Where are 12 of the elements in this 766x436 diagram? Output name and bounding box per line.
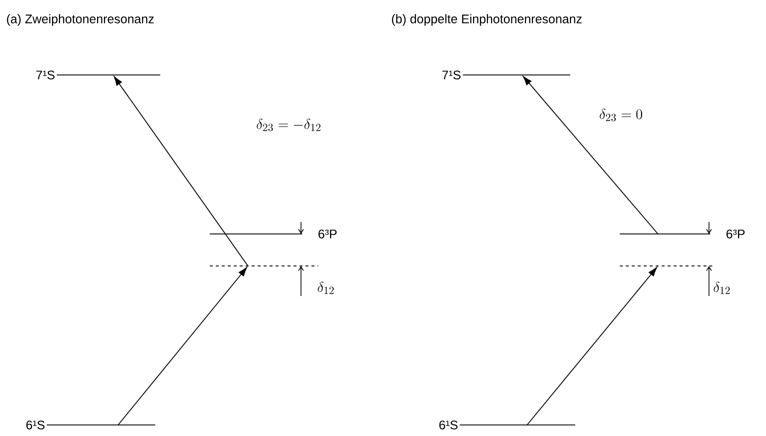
arrow xyxy=(118,267,248,426)
energy-level-line: 7¹S xyxy=(442,70,571,80)
energy-level-line: 6¹S xyxy=(439,420,576,430)
energy-level-line: 7¹S xyxy=(36,70,161,80)
detuning-label: $\delta_{23} = 0$ xyxy=(600,108,642,122)
energy-level-line: 6³P xyxy=(619,230,745,238)
arrow xyxy=(114,76,248,266)
arrow xyxy=(526,267,658,426)
detuning-label: $\delta_{23} = -\delta_{12}$ xyxy=(256,118,320,132)
energy-level-line: 6³P xyxy=(209,230,337,238)
energy-level-line: 6¹S xyxy=(26,420,156,430)
arrow xyxy=(522,76,658,234)
